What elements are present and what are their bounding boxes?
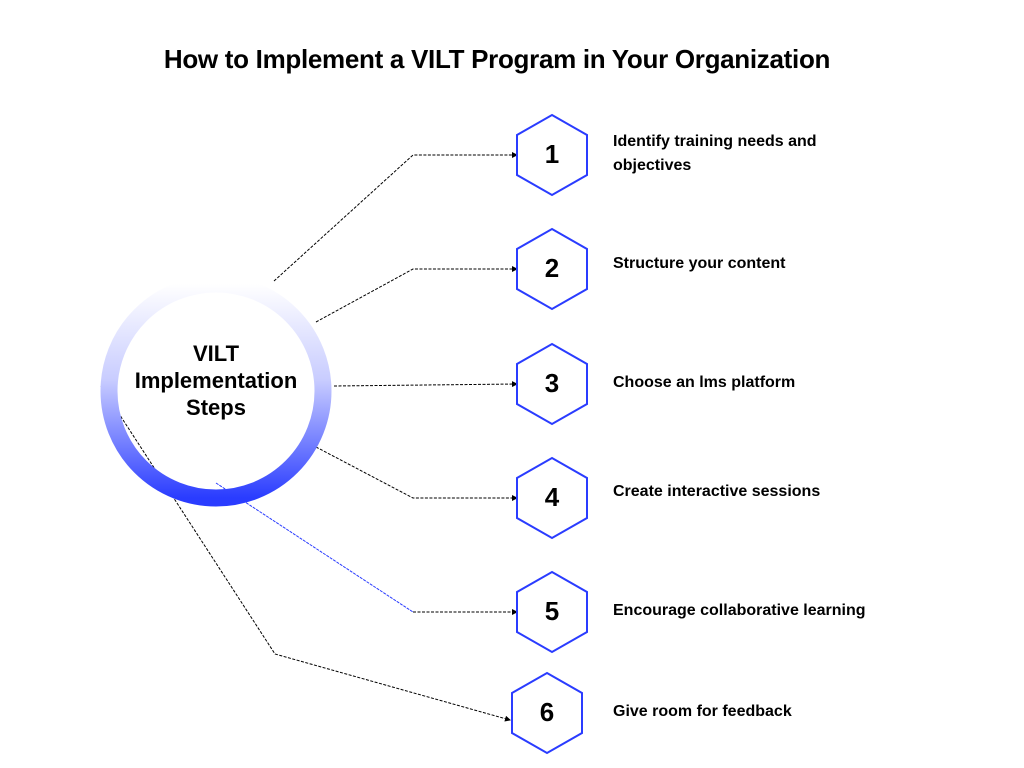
step-hexagon-5 — [516, 570, 588, 654]
step-hexagon-6 — [511, 671, 583, 755]
step-hexagon-4 — [516, 456, 588, 540]
center-label: VILT Implementation Steps — [116, 340, 316, 421]
diagram-title: How to Implement a VILT Program in Your … — [163, 44, 831, 74]
center-label-line1: VILT — [192, 341, 240, 366]
step-number-4: 4 — [544, 482, 560, 512]
step-number-2: 2 — [544, 253, 560, 283]
connector-4 — [315, 446, 518, 501]
step-label-3: Choose an lms platform — [613, 374, 796, 391]
step-hexagon-1 — [516, 113, 588, 197]
step-label-1: Identify training needs and objectives — [613, 133, 817, 174]
connector-6 — [100, 385, 511, 722]
step-number-3: 3 — [544, 368, 560, 398]
center-label-line3: Steps — [186, 395, 246, 420]
center-label-line2: Implementation — [134, 368, 298, 393]
step-label-2: Structure your content — [613, 255, 786, 272]
step-label-5: Encourage collaborative learning — [613, 602, 866, 619]
step-hexagon-3 — [516, 342, 588, 426]
step-number-1: 1 — [544, 139, 560, 169]
step-label-4: Create interactive sessions — [613, 483, 821, 500]
connector-2 — [315, 266, 518, 323]
center-ring — [100, 275, 332, 507]
hexagons — [511, 113, 588, 755]
step-number-6: 6 — [539, 697, 555, 727]
connector-5a — [215, 482, 414, 613]
connector-3 — [333, 381, 518, 388]
connector-lines — [100, 152, 518, 722]
step-number-5: 5 — [544, 596, 560, 626]
step-label-6: Give room for feedback — [613, 703, 792, 720]
connector-1 — [273, 152, 518, 282]
step-hexagon-2 — [516, 227, 588, 311]
